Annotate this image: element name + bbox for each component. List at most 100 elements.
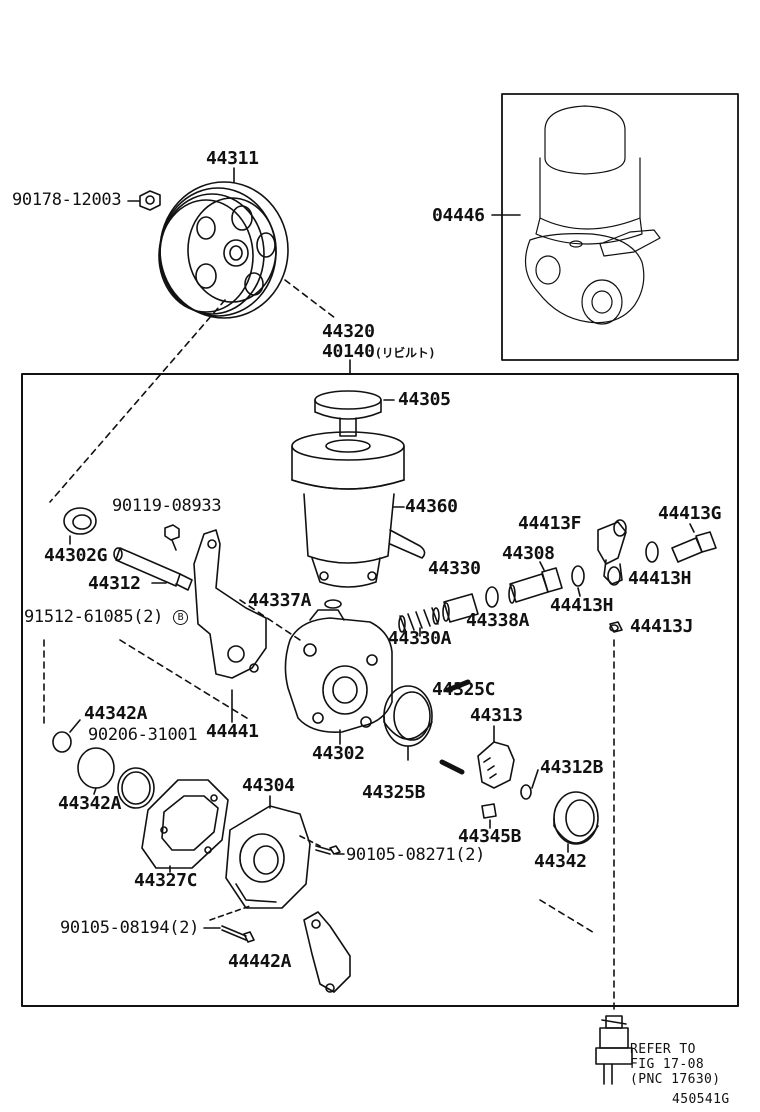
cover-bolt [315,845,341,855]
reference-line-3: (PNC 17630) [630,1072,721,1087]
rebuilt-note: (リビルト) [374,346,436,360]
label-o-ring-b: 44342A [84,703,148,724]
leader-line [577,587,581,597]
leader-line [689,523,695,533]
o-ring [52,731,72,753]
label-cam-ring: 44325C [432,679,496,700]
leader-line [531,769,539,789]
pulley-nut [139,190,161,211]
gasket-plate [141,779,229,869]
leader-line [539,561,545,571]
label-valve-spring: 44330A [388,628,452,649]
rear-bracket [303,911,351,993]
reservoir-cap [314,390,382,437]
vane [481,803,497,819]
label-gasket-plate: 44327C [134,870,198,891]
label-gasket-h2: 44413H [628,568,692,589]
union-fitting [597,519,627,585]
label-pump-assy-no: 44320 [322,321,375,342]
label-bracket-bolt: 90105-08194(2) [60,918,200,938]
pulley [158,181,289,319]
label-pump-assy: 04446 [432,205,485,226]
label-rear-bracket: 44442A [228,951,292,972]
oil-seal [63,507,97,535]
gasket [571,565,585,587]
bolt-qty-text: 91512-61085(2) [24,607,164,627]
o-ring [485,586,499,608]
label-end-plug: 44342 [534,851,587,872]
label-union-f: 44413F [518,513,582,534]
rebuilt-number: 40140 [322,341,375,362]
label-rear-cover: 44304 [242,775,295,796]
dashed-line [539,899,597,935]
dashed-line [49,299,226,503]
o-ring [77,747,115,789]
union-bolt [508,567,563,604]
reference-line-2: FIG 17-08 [630,1057,705,1072]
reference-line-1: REFER TO [630,1042,696,1057]
label-rebuilt-no: 40140(リビルト) [322,341,436,362]
rear-cover [225,805,311,909]
label-snap-ring: 44312B [540,757,604,778]
label-side-plate: 44325B [362,782,426,803]
label-flow-valve: 44330 [428,558,481,579]
label-cover-bolt: 90105-08271(2) [346,845,486,865]
flow-control-valve [442,593,479,623]
label-union-g: 44413G [658,503,722,524]
leader-line [69,719,81,733]
label-oil-seal: 44302G [44,545,108,566]
dashed-line [299,835,321,847]
pin [445,679,471,693]
rotor [477,741,515,789]
dashed-line [119,639,251,721]
dashed-line [284,279,336,319]
pump-housing [284,609,393,734]
label-o-ring-d: 44338A [466,610,530,631]
figure-code: 450541G [672,1092,730,1107]
label-pulley: 44311 [206,148,259,169]
small-bolt [164,524,180,551]
pump-bracket [193,529,267,679]
label-o-ring-a: 44337A [248,590,312,611]
bolt-mark-letter: B [177,611,184,623]
o-ring [117,767,155,809]
snap-ring [520,784,532,800]
label-pulley-nut: 90178-12003 [12,190,122,210]
label-bolt-qty: 91512-61085(2) B [24,607,189,627]
label-bolt-top: 90119-08933 [112,496,222,516]
dashed-line [239,599,301,641]
reservoir-tank [291,431,426,588]
hollow-bolt [671,531,717,563]
leader-line [93,787,97,795]
label-plug-j: 44413J [630,616,694,637]
complete-assembly-inset-frame [501,93,739,361]
bracket-bolt [221,925,255,943]
flow-control-spring [398,607,440,633]
label-bracket: 44441 [206,721,259,742]
o-ring [324,599,342,609]
label-rotor: 44313 [470,705,523,726]
cam-ring [383,685,433,747]
pin [439,759,465,775]
bolt-mark-circle: B [173,609,189,625]
end-plug [553,791,599,845]
label-reservoir-cap: 44305 [398,389,451,410]
label-union-bolt: 44308 [502,543,555,564]
label-pump-housing: 44302 [312,743,365,764]
label-reservoir: 44360 [405,496,458,517]
o-ring [121,771,151,805]
pump-shaft [113,547,193,591]
pump-assembly-frame [21,373,739,1007]
dashed-line [209,905,251,921]
label-vane: 44345B [458,826,522,847]
gasket [607,566,621,586]
pressure-switch [595,1015,633,1085]
complete-pump-assembly [524,105,661,325]
label-o-ring-b2: 44342A [58,793,122,814]
gasket [645,541,659,563]
label-o-ring-c: 90206-31001 [88,725,198,745]
label-gasket-h1: 44413H [550,595,614,616]
label-shaft: 44312 [88,573,141,594]
